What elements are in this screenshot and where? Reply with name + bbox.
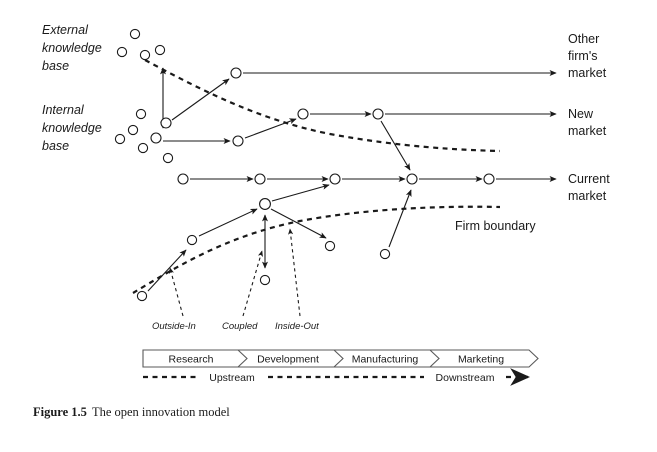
project-node (297, 108, 309, 120)
kb-label-line: base (42, 139, 69, 153)
flow-external-reentry (388, 189, 412, 248)
spinoff-node (379, 248, 391, 260)
market-label-line: market (568, 189, 607, 203)
figure-number: Figure 1.5 (33, 405, 87, 419)
flow-outside-in-2 (198, 208, 258, 237)
knowledge-node (135, 108, 147, 120)
market-label-line: Other (568, 32, 599, 46)
project-node (232, 135, 244, 147)
kb-label-line: knowledge (42, 41, 102, 55)
figure-caption: Figure 1.5 The open innovation model (33, 405, 230, 420)
stage-label-manufacturing: Manufacturing (352, 354, 419, 366)
internal-hub-node (160, 117, 172, 129)
stage-label-development: Development (257, 354, 319, 366)
knowledge-node (127, 124, 139, 136)
stage-label-research: Research (169, 354, 214, 366)
external-inflow-node (186, 234, 198, 246)
lower-firm-boundary (132, 205, 501, 294)
knowledge-node (114, 133, 126, 145)
project-node (329, 173, 341, 185)
coupled-partner-node (259, 274, 271, 286)
pointer-coupled (242, 250, 263, 317)
knowledge-node (137, 142, 149, 154)
external-inflow-node (136, 290, 148, 302)
project-node (372, 108, 384, 120)
flow-project-d-to-current (380, 120, 411, 171)
external-knowledge-cluster (116, 28, 166, 61)
stage-separator (333, 349, 344, 368)
external-knowledge-base-label: External knowledge base (42, 23, 102, 73)
market-label-new: New market (568, 107, 607, 138)
knowledge-node (139, 49, 151, 61)
legend-label-downstream: Downstream (436, 372, 495, 384)
pointer-outside-in (168, 267, 184, 317)
process-stage-bar: Research Development Manufacturing Marke… (142, 349, 539, 368)
internal-knowledge-cluster (114, 108, 174, 164)
mode-label-coupled: Coupled (222, 321, 258, 332)
project-node (254, 173, 266, 185)
market-label-line: firm's (568, 49, 597, 63)
mode-label-outside-in: Outside-In (152, 321, 196, 332)
legend-label-upstream: Upstream (209, 372, 255, 384)
market-label-line: Current (568, 172, 610, 186)
knowledge-node (162, 152, 174, 164)
market-label-other-firms: Other firm's market (568, 32, 607, 80)
coupled-hub-node (259, 198, 271, 210)
project-node (406, 173, 418, 185)
market-label-line: market (568, 66, 607, 80)
knowledge-node (129, 28, 141, 40)
figure-title: The open innovation model (91, 405, 230, 419)
spinoff-node (324, 240, 336, 252)
flow-project-b-to-c (244, 118, 297, 139)
stage-separator (237, 349, 248, 368)
project-node (483, 173, 495, 185)
firm-boundary-label: Firm boundary (455, 219, 536, 233)
market-label-line: New (568, 107, 594, 121)
internal-hub-node (150, 132, 162, 144)
flow-outside-in-1 (147, 249, 187, 292)
stage-label-marketing: Marketing (458, 354, 504, 366)
internal-knowledge-base-label: Internal knowledge base (42, 103, 102, 153)
kb-label-line: Internal (42, 103, 85, 117)
flow-internal-to-project-a (171, 78, 230, 121)
flow-inside-out-spinoff (270, 208, 327, 239)
stage-separator (429, 349, 440, 368)
market-label-current: Current market (568, 172, 610, 203)
project-node (177, 173, 189, 185)
flow-direction-legend: Upstream Downstream (143, 368, 530, 386)
knowledge-node (154, 44, 166, 56)
knowledge-node (116, 46, 128, 58)
market-label-line: market (568, 124, 607, 138)
kb-label-line: knowledge (42, 121, 102, 135)
pointer-inside-out (288, 228, 301, 317)
project-node (230, 67, 242, 79)
mode-label-inside-out: Inside-Out (275, 321, 319, 332)
upper-firm-boundary (144, 59, 501, 153)
flow-hub-to-main (271, 183, 330, 202)
kb-label-line: External (42, 23, 89, 37)
kb-label-line: base (42, 59, 69, 73)
